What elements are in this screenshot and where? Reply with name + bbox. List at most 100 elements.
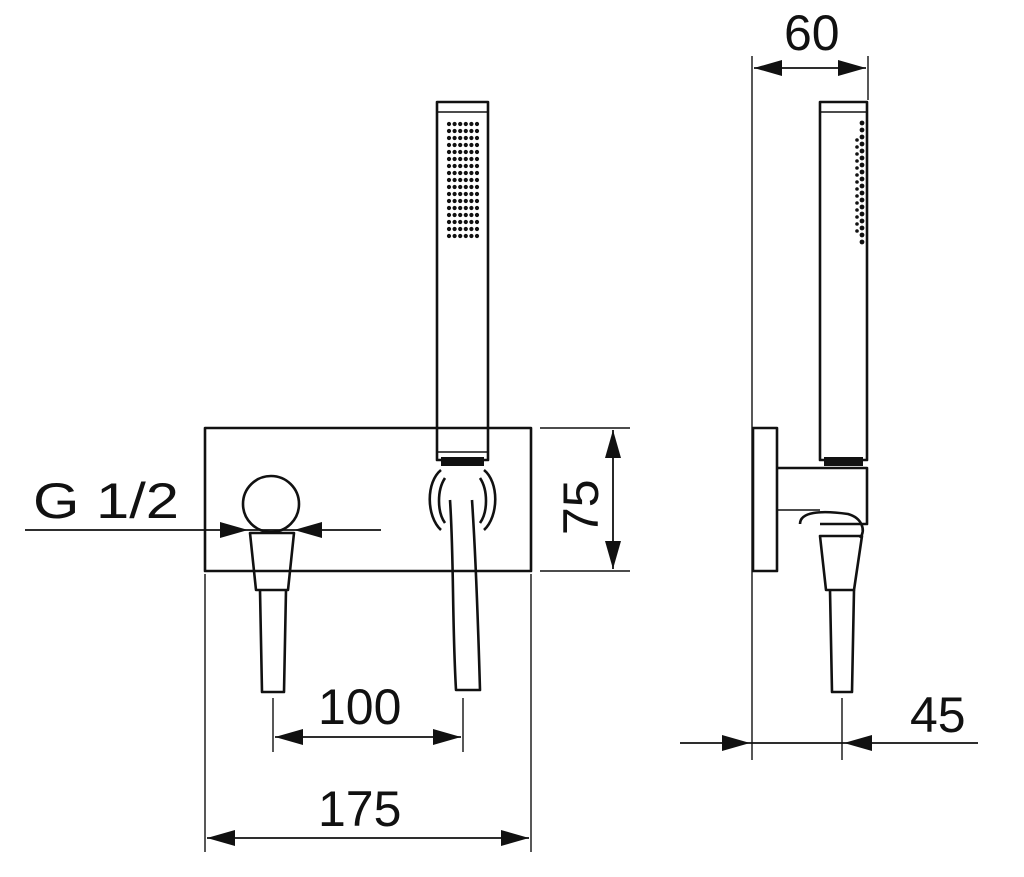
depth-top-arrow-left (754, 60, 782, 76)
hand-shower-side (818, 100, 869, 462)
wall-plate-front (203, 426, 533, 573)
nozzle-dot-side (859, 239, 865, 245)
nozzle-dot (452, 226, 457, 232)
nozzle-dot (463, 177, 468, 183)
nozzle-dot (469, 163, 474, 169)
nozzle-dot (446, 170, 452, 176)
nozzle-dot (452, 149, 457, 155)
nozzle-dot-side (859, 183, 865, 189)
nozzle-dot (446, 142, 452, 148)
nozzle-dot (463, 233, 468, 239)
nozzle-dot (469, 219, 474, 225)
nozzle-dot-side (859, 169, 865, 175)
nozzle-dot (463, 198, 468, 204)
nozzle-dot (458, 170, 463, 176)
nozzle-dot (446, 128, 452, 134)
nozzle-dot (463, 226, 468, 232)
nozzle-dot-side (859, 162, 865, 168)
outlet-pipe-side (828, 589, 856, 694)
nozzle-dot (446, 212, 452, 218)
nozzle-dot (463, 135, 468, 141)
holder-ring (428, 468, 442, 531)
outlet-pipe-front (258, 589, 288, 694)
width-arrow-left (207, 830, 235, 846)
height-arrow-top (605, 430, 621, 458)
nozzle-dot (469, 170, 474, 176)
depth-bottom-arrow-right (844, 735, 872, 751)
nozzle-dot-side (859, 218, 865, 224)
nozzle-dot (446, 149, 452, 155)
nozzle-dot (458, 128, 463, 134)
nozzle-dot (474, 226, 480, 232)
mixer-knob (241, 474, 301, 534)
nozzle-dot-side (855, 208, 859, 212)
nozzle-dot (458, 142, 463, 148)
hand-shower-collar (441, 457, 484, 466)
nozzle-dot (452, 233, 457, 239)
nozzle-dot-side (855, 145, 859, 149)
nozzle-dot-side (855, 138, 859, 142)
nozzle-dot (469, 205, 474, 211)
nozzle-dot (452, 163, 457, 169)
nozzle-dot-side (855, 229, 859, 233)
nozzle-dot (458, 177, 463, 183)
nozzle-dot (463, 212, 468, 218)
nozzle-dot (469, 191, 474, 197)
depth-bottom-label: 45 (910, 687, 966, 743)
nozzle-dot (452, 135, 457, 141)
nozzle-dot-side (855, 215, 859, 219)
nozzle-dot-side (855, 222, 859, 226)
nozzle-dot (469, 156, 474, 162)
nozzle-dot (474, 212, 480, 218)
nozzle-dot (458, 149, 463, 155)
nozzle-dot (469, 135, 474, 141)
nozzle-dot (458, 191, 463, 197)
valve-body-front (248, 531, 296, 592)
nozzle-dot (469, 233, 474, 239)
nozzle-dot (452, 198, 457, 204)
nozzle-dot (469, 128, 474, 134)
nozzle-dot-side (859, 232, 865, 238)
nozzle-dot (463, 205, 468, 211)
nozzle-dot (463, 191, 468, 197)
nozzle-dot (452, 219, 457, 225)
nozzle-dot (458, 198, 463, 204)
nozzle-dot-side (859, 197, 865, 203)
nozzle-dot-side (859, 176, 865, 182)
nozzle-dot (463, 142, 468, 148)
nozzle-dot-side (855, 201, 859, 205)
thread-label: G 1/2 (33, 473, 179, 529)
nozzle-dot (446, 163, 452, 169)
nozzle-dot-side (859, 127, 865, 133)
nozzle-dot (474, 205, 480, 211)
nozzle-dot (452, 121, 457, 127)
holder-ring-right (483, 468, 497, 531)
thread-arrow-left (220, 522, 248, 538)
nozzle-dot-side (859, 155, 865, 161)
nozzle-dot (474, 121, 480, 127)
nozzle-dot (446, 233, 452, 239)
nozzle-dot (452, 205, 457, 211)
nozzle-dot (446, 205, 452, 211)
nozzle-grid-front (446, 121, 480, 239)
height-arrow-bottom (605, 541, 621, 569)
nozzle-dot (469, 198, 474, 204)
nozzle-dot (458, 219, 463, 225)
nozzle-dot (458, 163, 463, 169)
nozzle-dot (463, 121, 468, 127)
nozzle-dot (446, 198, 452, 204)
nozzle-dot-side (859, 190, 865, 196)
width-label: 175 (318, 781, 401, 837)
nozzle-dot-side (859, 211, 865, 217)
holder-ring-inner-right (478, 477, 488, 524)
nozzle-dot (463, 163, 468, 169)
nozzle-dot-side (855, 180, 859, 184)
nozzle-dot (474, 177, 480, 183)
nozzle-dot (474, 219, 480, 225)
nozzle-dot (463, 149, 468, 155)
nozzle-dot (458, 233, 463, 239)
nozzle-dot-side (859, 141, 865, 147)
nozzle-dot (469, 149, 474, 155)
front-view (203, 100, 533, 694)
